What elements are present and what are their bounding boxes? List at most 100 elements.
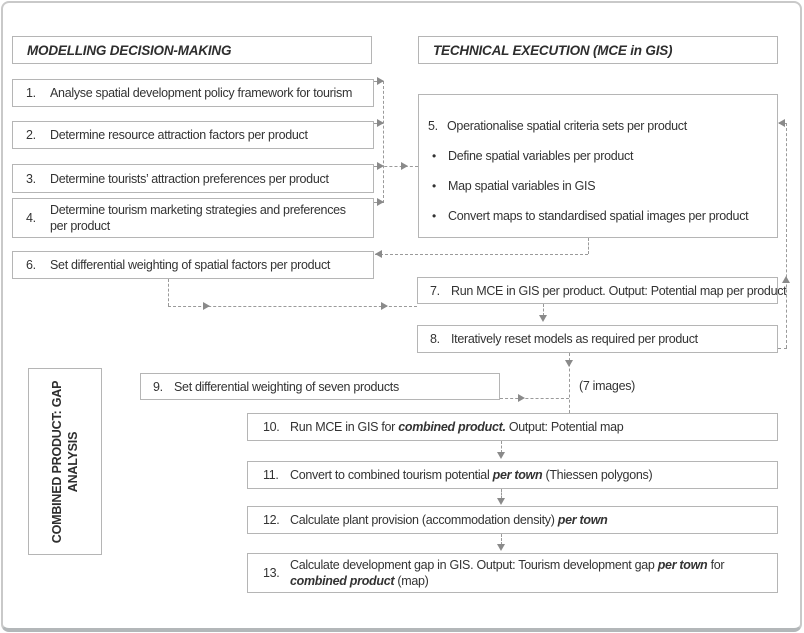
connector-box6-to-box7 [168,306,417,307]
step-number: 12. [263,513,280,527]
arrowhead-into-box8 [539,315,547,322]
text-segment: Calculate development gap in GIS. Output… [290,558,658,572]
step-text: Calculate plant provision (accommodation… [290,512,608,528]
arrowhead-into-box7 [381,302,388,310]
arrowhead-into-box13 [497,544,505,551]
text-segment: for [707,558,725,572]
bullet-icon: • [432,179,436,193]
bullet-icon: • [432,209,436,223]
step-box-13: 13. Calculate development gap in GIS. Ou… [247,553,778,593]
text-emphasis: per town [492,468,543,482]
step-text: Calculate development gap in GIS. Output… [290,557,768,589]
connector-box7-to-box8 [543,304,544,316]
side-label-text: COMBINED PRODUCT: GAP ANALYSIS [49,371,82,553]
text-emphasis: per town [657,558,708,572]
side-label-line2: ANALYSIS [66,431,80,492]
step-number: 3. [26,171,36,186]
arrowhead-into-box11 [497,452,505,459]
step-box-11: 11. Convert to combined tourism potentia… [247,461,778,489]
step-box-7: 7. Run MCE in GIS per product. Output: P… [417,277,787,304]
step-text: Determine tourists’ attraction preferenc… [50,171,329,186]
text-segment: Convert to combined tourism potential [290,468,493,482]
bullet-text: Define spatial variables per product [448,149,634,163]
arrowhead-box1-right [377,77,384,85]
step-text: Run MCE in GIS per product. Output: Pote… [451,283,787,298]
step-number: 13. [263,566,280,580]
bullet-text: Map spatial variables in GIS [448,179,596,193]
text-segment: Run MCE in GIS for [290,420,399,434]
step-box-5: 5. Operationalise spatial criteria sets … [418,94,778,238]
step-text: Operationalise spatial criteria sets per… [447,119,687,133]
step-number: 7. [430,283,440,298]
arrowhead-feedback-up [782,276,790,283]
connector-collector-vertical [383,81,384,203]
step-number: 8. [430,332,440,346]
arrowhead-box9-right [518,394,525,402]
connector-feedback-bottom [778,348,787,349]
step-box-9: 9. Set differential weighting of seven p… [140,373,500,400]
arrowhead-feedback-into-box5 [778,119,785,127]
step-box-5-bullet-2: • Map spatial variables in GIS [419,179,777,193]
step-box-5-bullet-3: • Convert maps to standardised spatial i… [419,209,777,223]
step-number: 9. [153,379,163,394]
step-number: 1. [26,86,36,100]
header-left-label: MODELLING DECISION-MAKING [27,42,232,58]
step-text: Run MCE in GIS for combined product. Out… [290,419,624,435]
step-number: 4. [26,211,36,225]
step-box-10: 10. Run MCE in GIS for combined product.… [247,413,778,441]
step-box-5-title-row: 5. Operationalise spatial criteria sets … [419,119,777,133]
header-technical-execution: TECHNICAL EXECUTION (MCE in GIS) [418,36,778,64]
arrowhead-box3-right [377,162,384,170]
step-text: Iteratively reset models as required per… [451,332,698,346]
step-box-2: 2. Determine resource attraction factors… [12,121,374,149]
connector-box8-to-box10 [569,353,570,413]
seven-images-label: (7 images) [579,379,636,393]
connector-box3-to-box5 [374,166,418,167]
header-modelling-decision-making: MODELLING DECISION-MAKING [12,36,372,64]
connector-box9-to-junction [500,398,569,399]
connector-box5-exit-vertical [588,238,589,254]
connector-box6-exit-vertical [168,279,169,306]
side-label-box: COMBINED PRODUCT: GAP ANALYSIS [28,368,102,555]
bullet-text: Convert maps to standardised spatial ima… [448,209,749,223]
step-number: 6. [26,258,36,272]
arrowhead-box4-right [377,198,384,206]
step-box-12: 12. Calculate plant provision (accommoda… [247,506,778,534]
text-emphasis: combined product [290,574,395,588]
step-box-6: 6. Set differential weighting of spatial… [12,251,374,279]
connector-box11-to-box12 [501,489,502,499]
step-number: 11. [263,468,279,482]
arrowhead-into-box5 [401,162,408,170]
text-segment: (Thiessen polygons) [542,468,653,482]
text-segment: Calculate plant provision (accommodation… [290,513,558,527]
connector-box10-to-box11 [501,441,502,453]
step-box-4: 4. Determine tourism marketing strategie… [12,198,374,238]
step-number: 10. [263,420,280,434]
step-text: Analyse spatial development policy frame… [50,86,353,100]
arrowhead-into-box12 [497,498,505,505]
step-number: 2. [26,128,36,142]
text-emphasis: combined product. [398,420,506,434]
step-text: Determine tourism marketing strategies a… [50,203,346,233]
arrowhead-into-box6 [375,250,382,258]
step-number: 5. [428,119,438,133]
connector-feedback-vertical [786,123,787,348]
text-segment: Output: Potential map [505,420,624,434]
arrowhead-box8-down [565,360,573,367]
step-box-1: 1. Analyse spatial development policy fr… [12,79,374,107]
step-text: Set differential weighting of seven prod… [174,379,399,394]
text-segment: (map) [394,574,429,588]
arrowhead-box2-right [377,119,384,127]
bullet-icon: • [432,149,436,163]
connector-box12-to-box13 [501,534,502,545]
step-box-5-bullet-1: • Define spatial variables per product [419,149,777,163]
step-box-8: 8. Iteratively reset models as required … [417,325,778,353]
step-text: Convert to combined tourism potential pe… [290,467,653,483]
step-text: Set differential weighting of spatial fa… [50,258,331,272]
step-text: Determine resource attraction factors pe… [50,128,308,142]
side-label-line1: COMBINED PRODUCT: GAP [49,380,64,543]
connector-box5-to-box6 [375,254,588,255]
text-emphasis: per town [557,513,608,527]
